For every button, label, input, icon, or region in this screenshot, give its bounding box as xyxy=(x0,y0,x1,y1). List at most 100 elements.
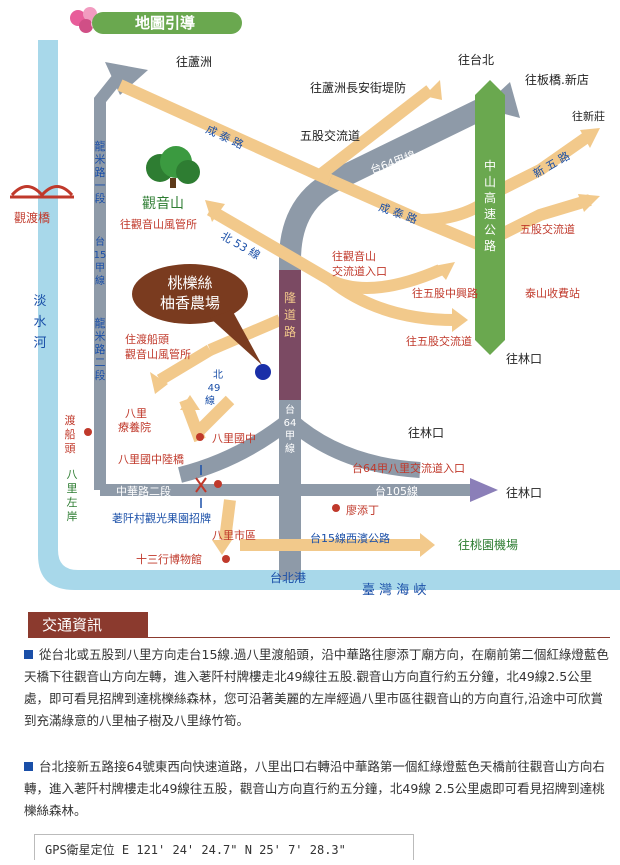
label-taipei: 往台北 xyxy=(458,52,494,67)
label-orchard-sign: 荖阡村觀光果園招牌 xyxy=(112,511,211,525)
guandu-bridge-icon xyxy=(10,185,74,199)
orange-roads xyxy=(117,79,594,551)
label-t64a: 台64甲線 xyxy=(284,403,297,455)
section-divider xyxy=(28,637,610,638)
label-taoyuan-airport: 往桃園機場 xyxy=(458,537,518,552)
paragraph-1-text: 從台北或五股到八里方向走台15線.過八里渡船頭，沿中華路往廖添丁廟方向，在廟前第… xyxy=(24,647,609,728)
svg-text:線: 線 xyxy=(285,442,295,455)
label-guanyin-mtn: 觀音山 xyxy=(142,195,184,212)
svg-text:路: 路 xyxy=(284,324,296,339)
bullet-icon xyxy=(24,650,33,659)
gps-coordinates: GPS衛星定位 E 121' 24' 24.7" N 25' 7' 28.3" xyxy=(34,834,414,860)
svg-text:甲: 甲 xyxy=(95,263,105,274)
svg-text:公: 公 xyxy=(484,223,496,237)
overpass-marker xyxy=(195,465,207,508)
label-guanyin-entry-2: 交流道入口 xyxy=(332,264,387,278)
label-bali-district: 八里市區 xyxy=(212,528,256,542)
label-ferry-office-2: 觀音山風管所 xyxy=(125,347,191,361)
label-chengtai-2: 成 泰 路 xyxy=(377,200,419,227)
label-guanyin-entry-1: 往觀音山 xyxy=(332,249,376,263)
label-ferry-office-1: 住渡船頭 xyxy=(125,332,169,346)
label-xinwu: 新 五 路 xyxy=(531,148,573,180)
label-taiwan-strait: 臺 灣 海 峽 xyxy=(362,583,426,598)
paragraph-2-text: 台北接新五路接64號東西向快速道路，八里出口右轉沿中華路第一個紅綠燈藍色天橋前往… xyxy=(24,759,605,818)
label-shisanhang: 十三行博物館 xyxy=(136,552,202,566)
label-taipei-port: 台北港 xyxy=(270,570,306,585)
svg-text:線: 線 xyxy=(95,274,105,287)
svg-text:里: 里 xyxy=(67,482,78,495)
label-bali-jh-bridge: 八里國中陸橋 xyxy=(118,452,184,466)
label-liaotianding: 廖添丁 xyxy=(346,503,379,517)
svg-text:49: 49 xyxy=(208,383,221,394)
svg-text:路: 路 xyxy=(95,343,106,356)
label-sanatorium-2: 療養院 xyxy=(118,420,151,434)
label-longdao: 隆道路 xyxy=(284,290,296,339)
svg-text:水: 水 xyxy=(33,315,46,330)
label-linkou-2: 往林口 xyxy=(408,425,444,440)
label-wugu-interchange2: 五股交流道 xyxy=(520,222,575,236)
svg-text:渡: 渡 xyxy=(65,413,76,427)
location-dots xyxy=(84,428,340,563)
svg-text:船: 船 xyxy=(65,427,76,441)
label-t15-west: 台15線西濱公路 xyxy=(310,531,390,545)
svg-text:64: 64 xyxy=(284,418,297,429)
label-ferry-pier: 渡船頭 xyxy=(65,413,76,455)
danshui-river xyxy=(38,40,620,590)
label-linkou-3: 往林口 xyxy=(506,485,542,500)
farm-bubble: 桃櫟絲 柚香農場 xyxy=(132,264,262,365)
label-danshui-river: 淡水河 xyxy=(33,294,46,351)
label-sanatorium-1: 八里 xyxy=(125,407,147,420)
label-t105: 台105線 xyxy=(375,484,418,498)
svg-text:二: 二 xyxy=(95,356,106,369)
svg-text:路: 路 xyxy=(95,166,106,179)
svg-text:龍: 龍 xyxy=(95,316,106,330)
label-banqiao: 往板橋.新店 xyxy=(525,72,589,87)
label-luzhou-levee: 往蘆洲長安街堤防 xyxy=(310,80,406,95)
label-bali-jh: 八里國中 xyxy=(212,432,256,445)
label-bei49: 北 49線 xyxy=(205,369,223,407)
bullet-icon xyxy=(24,762,33,771)
bubble-line1: 桃櫟絲 xyxy=(167,274,212,292)
luzhou-arrow xyxy=(105,62,148,95)
svg-text:淡: 淡 xyxy=(33,294,46,309)
map-labels: 往蘆洲 往台北 往板橋.新店 往新莊 往蘆洲長安街堤防 五股交流道 觀音山 往觀… xyxy=(14,52,605,598)
svg-text:頭: 頭 xyxy=(65,442,76,455)
svg-text:速: 速 xyxy=(484,207,496,221)
svg-text:線: 線 xyxy=(205,394,215,407)
farm-location-marker xyxy=(255,364,271,380)
bubble-line2: 柚香農場 xyxy=(160,294,220,312)
svg-text:台: 台 xyxy=(95,235,105,248)
label-t64a-entry: 台64甲八里交流道入口 xyxy=(352,461,465,475)
title-banner: 地圖引導 xyxy=(70,7,242,34)
mountain-tree-icon xyxy=(146,146,200,188)
svg-text:隆: 隆 xyxy=(284,290,296,305)
traffic-paragraph-1: 從台北或五股到八里方向走台15線.過八里渡船頭，沿中華路往廖添丁廟方向，在廟前第… xyxy=(24,644,612,732)
svg-text:道: 道 xyxy=(284,308,296,322)
svg-text:岸: 岸 xyxy=(67,510,78,523)
svg-text:山: 山 xyxy=(484,175,496,189)
label-wugu-interchange3: 往五股交流道 xyxy=(406,334,472,348)
svg-text:15: 15 xyxy=(94,250,107,261)
svg-text:段: 段 xyxy=(95,368,106,382)
svg-text:米: 米 xyxy=(95,153,106,166)
svg-text:中: 中 xyxy=(484,158,496,173)
label-wugu-zhongxing: 往五股中興路 xyxy=(412,286,478,300)
svg-text:段: 段 xyxy=(95,191,106,205)
route-map: 地圖引導 xyxy=(10,7,620,598)
label-guandu-bridge: 觀渡橋 xyxy=(14,210,50,225)
svg-text:高: 高 xyxy=(484,190,496,205)
svg-text:北: 北 xyxy=(213,369,223,381)
label-taishan-toll: 泰山收費站 xyxy=(525,286,580,300)
label-xinzhuang: 往新莊 xyxy=(572,109,605,123)
svg-text:台: 台 xyxy=(285,403,295,416)
t105-arrow xyxy=(470,478,498,502)
svg-text:八: 八 xyxy=(67,468,78,481)
label-t15a: 台 15 甲線 xyxy=(94,235,107,287)
label-wugu-interchange: 五股交流道 xyxy=(300,128,360,143)
traffic-paragraph-2: 台北接新五路接64號東西向快速道路，八里出口右轉沿中華路第一個紅綠燈藍色天橋前往… xyxy=(24,756,612,822)
svg-text:河: 河 xyxy=(33,336,46,351)
